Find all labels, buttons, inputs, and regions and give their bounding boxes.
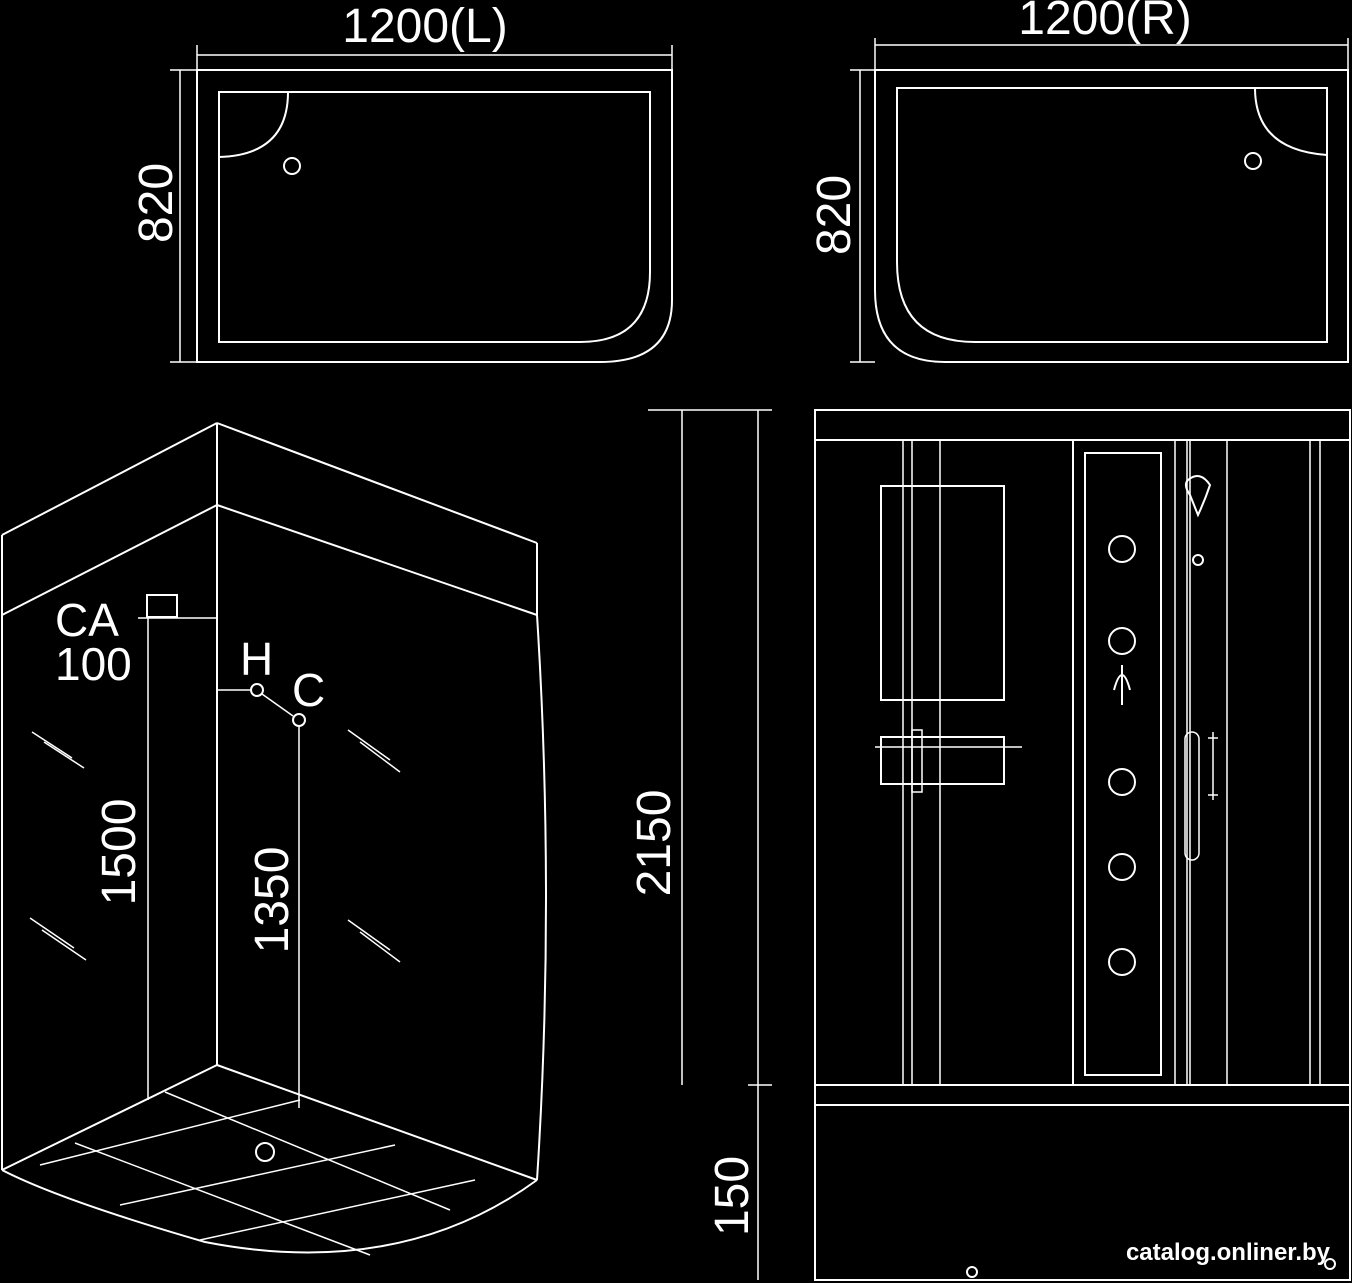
iso-ca-label: CA	[55, 594, 119, 646]
iso-100-label: 100	[55, 638, 132, 690]
front-view	[814, 409, 1351, 1281]
watermark: catalog.onliner.by	[1125, 1239, 1330, 1266]
iso-ca-box	[146, 594, 178, 618]
plan-left-width-label: 1200(L)	[342, 0, 507, 53]
plan-left-depth-label: 820	[130, 163, 183, 243]
front-handle-box	[880, 736, 1005, 785]
iso-hot-fitting	[250, 683, 264, 697]
base-foot-left	[966, 1266, 978, 1278]
plan-right-drain	[1244, 152, 1262, 170]
hand-shower	[1184, 731, 1200, 861]
iso-1500-label: 1500	[93, 799, 146, 906]
plan-right-inner	[896, 87, 1328, 343]
iso-curved-front	[536, 614, 547, 1181]
plan-right-corner-arc	[1254, 87, 1328, 156]
iso-view: CA 100 H C 1500 1350	[1, 422, 547, 1256]
jet-3	[1108, 768, 1136, 796]
height-dimensions: 2150 150	[628, 409, 772, 1280]
shower-head	[1184, 475, 1212, 518]
base-foot-right	[1324, 1258, 1336, 1270]
plan-left-corner-arc	[218, 91, 289, 158]
plan-left-inner	[218, 91, 651, 343]
plan-right-outer	[874, 69, 1349, 363]
plan-left-outer	[196, 69, 673, 363]
iso-c-label: C	[292, 664, 325, 716]
plan-right: 1200(R) 820	[808, 0, 1349, 363]
jet-1	[1108, 535, 1136, 563]
iso-floor-drain	[255, 1142, 275, 1162]
front-outline	[814, 409, 1351, 1281]
front-2150-label: 2150	[628, 790, 681, 897]
front-mirror	[880, 485, 1005, 701]
jet-2	[1108, 627, 1136, 655]
iso-tray-front	[1, 1169, 538, 1254]
iso-h-label: H	[240, 633, 273, 685]
mixer-handle	[1113, 665, 1131, 705]
jet-4	[1108, 853, 1136, 881]
front-150-label: 150	[706, 1156, 759, 1236]
rail-holder	[1192, 554, 1204, 566]
plan-left-drain	[283, 157, 301, 175]
plan-right-depth-label: 820	[808, 175, 861, 255]
jet-5	[1108, 948, 1136, 976]
front-panel	[1084, 452, 1162, 1076]
iso-1350-label: 1350	[246, 847, 299, 954]
plan-left: 1200(L) 820	[130, 0, 673, 363]
plan-right-width-label: 1200(R)	[1018, 0, 1191, 45]
